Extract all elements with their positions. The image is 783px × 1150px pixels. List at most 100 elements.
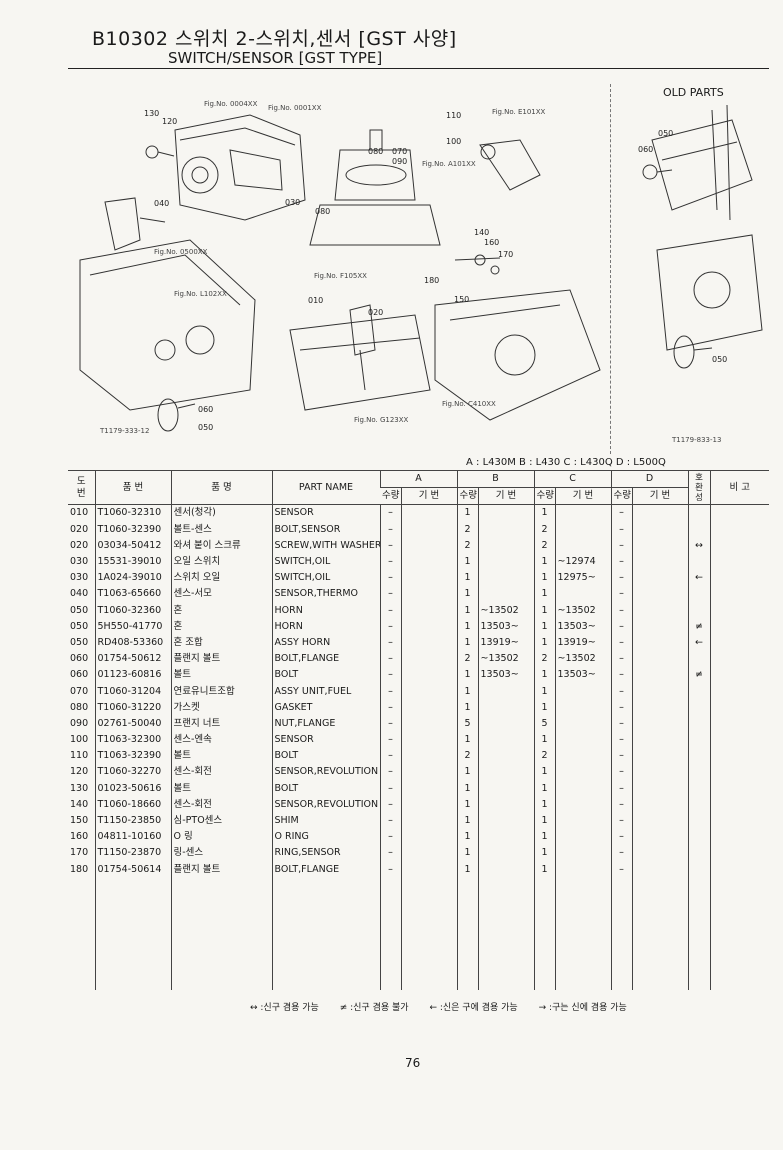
row-remark (709, 829, 770, 846)
row-c-serial (554, 780, 612, 797)
empty-cell (533, 877, 555, 990)
old-callout-050: 050 (658, 129, 673, 138)
row-d-qty: – (610, 667, 633, 684)
fig-code-c410: Fig.No. C410XX (442, 400, 496, 408)
col-header-a: A (379, 469, 457, 489)
empty-cell (68, 878, 95, 990)
row-part-name: SENSOR,REVOLUTION (271, 796, 380, 813)
row-no: 020 (70, 539, 89, 551)
row-a-serial (400, 861, 457, 878)
row-part-name: SHIM (271, 812, 380, 830)
row-interchange (687, 812, 711, 830)
row-d-qty: – (610, 699, 633, 716)
row-part-no: 01754-50614 (94, 861, 171, 878)
callout-080-top: 080 (368, 147, 383, 156)
row-name-kr: 링-센스 (170, 845, 272, 862)
row-d-qty: – (610, 602, 633, 619)
row-d-serial (631, 504, 689, 522)
row-interchange (687, 683, 711, 700)
row-a-qty: – (379, 780, 401, 797)
empty-cell (610, 877, 633, 990)
old-callout-050b: 050 (712, 355, 727, 364)
row-remark (709, 715, 770, 732)
row-name-kr: 센스-회전 (170, 764, 272, 781)
callout-060: 060 (198, 405, 213, 414)
row-b-qty: 2 (456, 748, 478, 765)
row-part-name: HORN (271, 618, 380, 635)
row-c-qty: 1 (533, 570, 555, 587)
row-no: 150 (70, 815, 89, 827)
row-part-name: RING,SENSOR (271, 845, 380, 862)
row-d-qty: – (610, 537, 633, 554)
row-b-serial (477, 699, 534, 716)
row-d-serial (631, 796, 689, 813)
model-variants-legend: A : L430M B : L430 C : L430Q D : L500Q (466, 457, 666, 468)
table-empty-space (68, 877, 770, 990)
row-name-kr: 볼트 (170, 748, 272, 765)
col-header-remark: 비 고 (709, 469, 770, 506)
row-b-serial (477, 829, 534, 846)
row-part-name: SWITCH,OIL (271, 553, 380, 571)
row-d-serial (631, 553, 689, 571)
row-remark (709, 667, 770, 684)
row-interchange (687, 780, 711, 797)
row-c-qty: 1 (533, 683, 555, 700)
row-c-serial (554, 683, 612, 700)
row-part-name: BOLT (271, 748, 380, 765)
row-b-serial (477, 780, 534, 797)
row-name-kr: 혼 조합 (170, 634, 272, 652)
row-name-kr: 센서(청각) (170, 504, 272, 522)
old-parts-diagram: 050 060 050 T1179-833-13 (612, 100, 772, 444)
row-no: 140 (70, 798, 89, 810)
row-no: 040 (70, 588, 89, 600)
fig-code-g123: Fig.No. G123XX (354, 416, 409, 424)
row-part-no: T1063-65660 (94, 586, 171, 603)
diagram-drawing: 130 120 040 030 010 020 060 050 080 070 … (79, 109, 601, 432)
row-remark (709, 812, 770, 830)
row-c-serial (554, 812, 612, 830)
row-c-serial: 13919~ (554, 634, 612, 652)
row-part-name: BOLT (271, 667, 380, 684)
row-part-name: SCREW,WITH WASHER (271, 537, 380, 554)
row-no: 030 (70, 556, 89, 568)
row-a-serial (400, 715, 457, 732)
row-a-serial (400, 602, 457, 619)
row-part-name: HORN (271, 602, 380, 619)
row-interchange (687, 764, 711, 781)
row-a-serial (400, 796, 457, 813)
row-a-serial (400, 651, 457, 668)
callout-030: 030 (285, 198, 300, 207)
row-d-qty: – (610, 618, 633, 635)
row-a-serial (400, 732, 457, 749)
empty-cell (554, 877, 612, 990)
col-header-interchange: 호 환 성 (687, 469, 711, 506)
empty-cell (687, 877, 711, 990)
row-remark (709, 586, 770, 603)
row-no: 050 (70, 620, 89, 632)
row-part-name: BOLT,FLANGE (271, 861, 380, 878)
callout-090: 090 (392, 157, 407, 166)
row-part-name: SENSOR (271, 732, 380, 749)
row-part-no: T1063-32390 (94, 748, 171, 765)
row-part-no: T1150-23850 (94, 812, 171, 830)
row-a-serial (400, 845, 457, 862)
row-remark (709, 796, 770, 813)
row-interchange (687, 586, 711, 603)
row-name-kr: 혼 (170, 602, 272, 619)
exploded-parts-diagram: 130 120 040 030 010 020 060 050 080 070 … (70, 90, 610, 450)
row-b-serial: 13919~ (477, 634, 534, 652)
interchangeability-legend: ↔ :신구 겸용 가능 ≠ :신구 겸용 불가 ← :신은 구에 겸용 가능 →… (250, 1000, 645, 1013)
col-header-name-kr: 품 명 (170, 469, 272, 506)
row-no: 180 (70, 863, 89, 875)
callout-080: 080 (315, 207, 330, 216)
row-b-serial: 13503~ (477, 618, 534, 635)
row-c-qty: 1 (533, 602, 555, 619)
parts-table: 도 번 품 번 품 명 PART NAME A B C D 호 환 성 비 고 … (68, 469, 770, 990)
row-name-kr: 연료유니트조합 (170, 683, 272, 700)
callout-110: 110 (446, 111, 461, 120)
